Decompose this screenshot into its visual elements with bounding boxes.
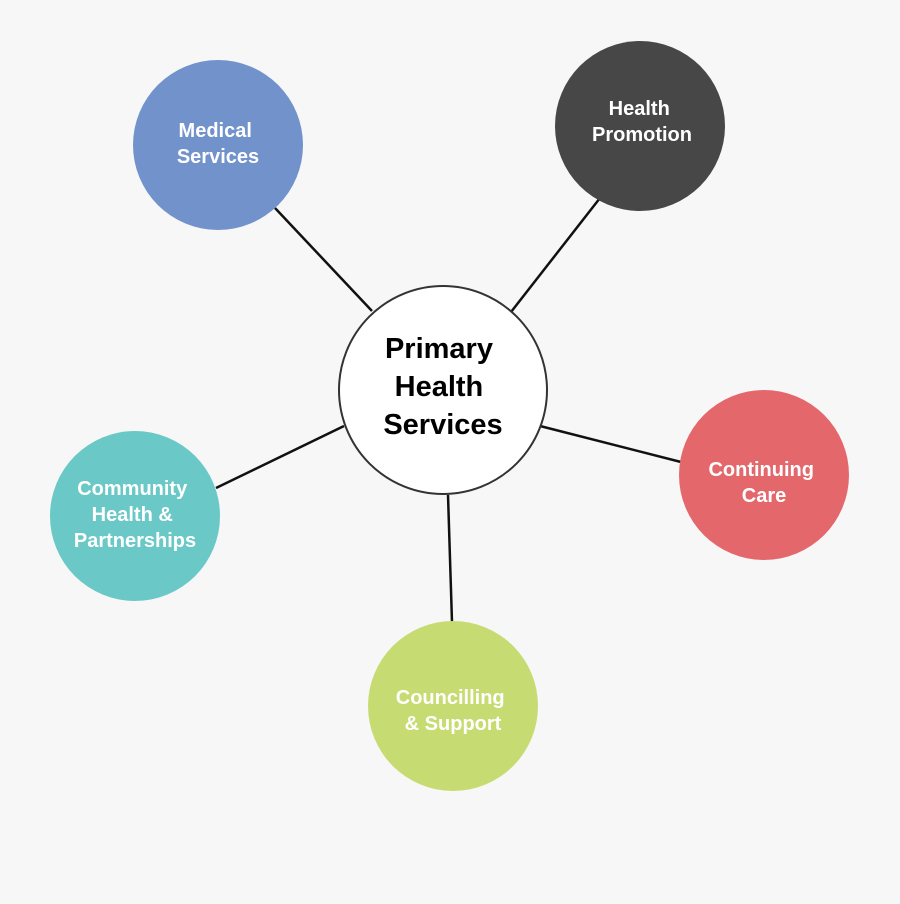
svg-text:Continuing Care: Continuing Care (708, 459, 819, 507)
node-continuing-care: Continuing Care (679, 390, 849, 560)
node-label-medical-services-line-2: Services (177, 146, 259, 168)
node-label-councilling-support-line-2: & Support (405, 713, 502, 735)
node-circle-medical-services (133, 60, 303, 230)
node-health-promotion: Health Promotion (555, 41, 725, 211)
svg-text:Primary Health Ser: Primary Health Services (383, 333, 502, 441)
node-medical-services: Medical Services (133, 60, 303, 230)
connector-continuing-care (539, 424, 682, 464)
connector-medical-services (274, 207, 373, 312)
node-label-community-health-line-1: Community (77, 478, 188, 500)
node-circle-councilling-support (368, 621, 538, 791)
node-community-health: Community Health & Partnerships (50, 431, 220, 601)
center-node: Primary Health Services (338, 285, 548, 495)
svg-text:Community Health &: Community Health & Partnerships (74, 478, 196, 552)
center-label-line-3: Services (383, 409, 502, 441)
node-circle-health-promotion (555, 41, 725, 211)
connector-health-promotion (510, 197, 601, 313)
node-label-councilling-support-line-1: Councilling (396, 687, 505, 709)
node-label-health-promotion-line-2: Promotion (592, 124, 692, 146)
node-circle-community-health (50, 431, 220, 601)
center-label-line-1: Primary (385, 333, 493, 365)
node-label-community-health-line-3: Partnerships (74, 530, 196, 552)
svg-text:Medical Services: Medical Services (177, 120, 259, 168)
svg-text:Councilling & Support: Councilling & Support (396, 687, 510, 735)
node-label-community-health-line-2: Health & (92, 504, 173, 526)
node-label-medical-services-line-1: Medical (179, 120, 252, 142)
node-label-continuing-care-line-2: Care (742, 485, 786, 507)
connector-community-health (215, 424, 345, 490)
center-label-line-2: Health (395, 371, 484, 403)
connector-councilling-support (446, 494, 454, 623)
node-councilling-support: Councilling & Support (368, 621, 538, 791)
node-circle-continuing-care (679, 390, 849, 560)
svg-text:Health Promotion: Health Promotion (592, 98, 692, 146)
node-label-continuing-care-line-1: Continuing (708, 459, 814, 481)
node-label-health-promotion-line-1: Health (609, 98, 670, 120)
